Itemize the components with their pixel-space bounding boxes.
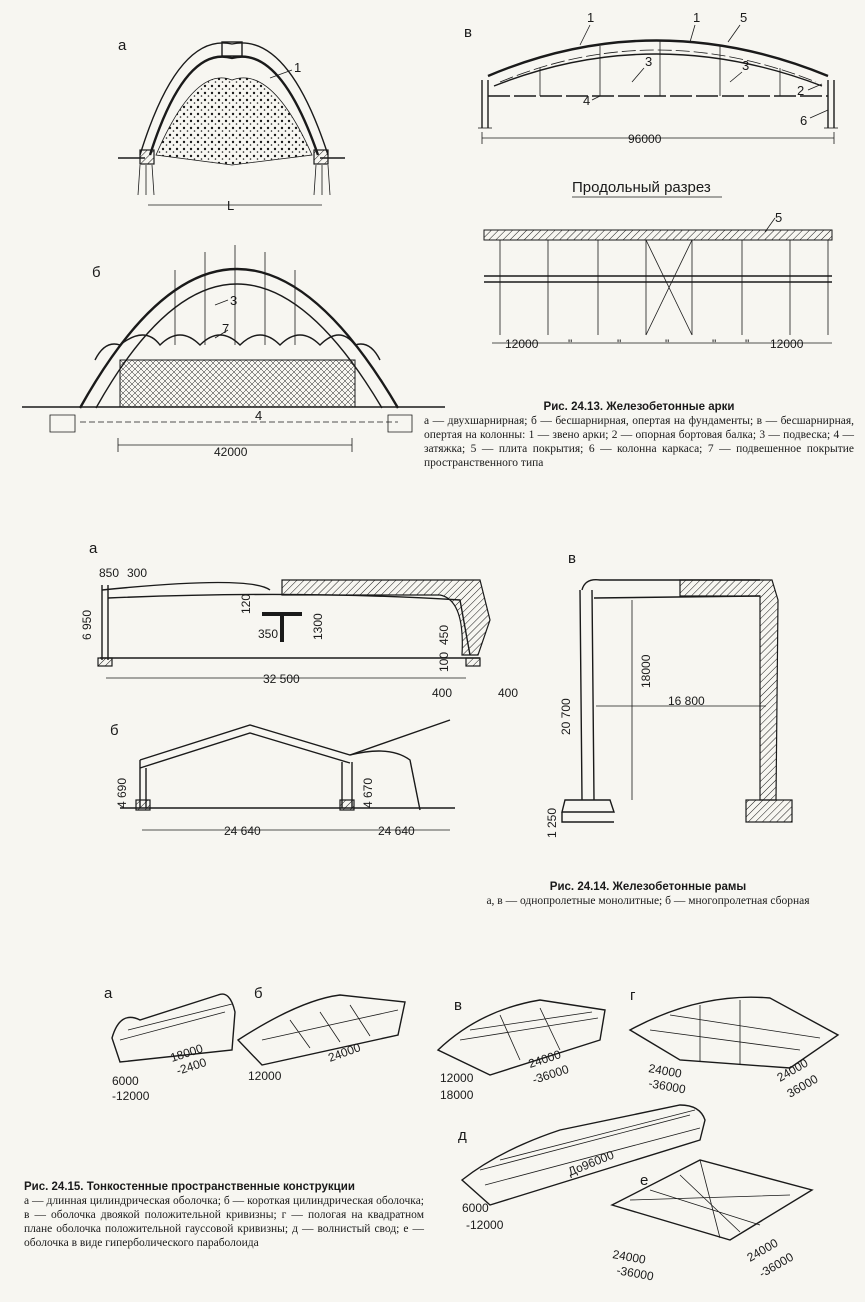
fig14-caption-title: Рис. 24.14. Железобетонные рамы [549, 881, 747, 893]
fig15-v-shell: в 24000 -36000 12000 18000 [436, 997, 606, 1102]
fig14-b-span2: 24 640 [378, 824, 415, 838]
fig15-a-shell: а 18000 -2400 6000 -12000 [104, 985, 236, 1103]
fig14-b-h1: 4 690 [115, 778, 129, 808]
fig14-a-d850: 850 [99, 566, 119, 580]
fig14-caption: Рис. 24.14. Железобетонные рамы а, в — о… [448, 880, 848, 908]
fig15-g-shell: г 24000 -36000 24000 36000 [628, 987, 840, 1101]
fig13-v-longitudinal-section: Продольный разрез 5 12000 " " " " " 1200… [483, 179, 833, 351]
fig14-a-beam-t: 120 [239, 594, 253, 614]
fig13-caption-title: Рис. 24.13. Железобетонные арки [543, 401, 735, 413]
fig13-b-callout-7: 7 [222, 321, 229, 336]
fig13-caption-body: а — двухшарнирная; б — бесшарнирная, опе… [424, 415, 854, 469]
fig13-v-arch: в 1 1 5 3 3 4 2 6 96000 [464, 10, 838, 146]
fig15-g-letter: г [630, 987, 636, 1004]
section-bay-right: 12000 [770, 337, 804, 351]
fig13-v-callout-2: 2 [797, 83, 804, 98]
fig15-d-vault: д До96000 6000 -12000 [458, 1104, 706, 1232]
fig15-caption-title: Рис. 24.15. Тонкостенные пространственны… [24, 1181, 355, 1193]
fig15-e-shell: е 24000 -36000 24000 -36000 [610, 1159, 814, 1283]
fig15-caption: Рис. 24.15. Тонкостенные пространственны… [24, 1180, 424, 1250]
fig15-d-d2: 6000 [462, 1201, 489, 1215]
fig15-caption-body: а — длинная цилиндрическая оболочка; б —… [24, 1195, 424, 1249]
fig15-b-shell: б 24000 12000 [236, 985, 406, 1083]
fig13-b-callout-3: 3 [230, 293, 237, 308]
fig13-a-letter: а [118, 37, 127, 54]
section-bay-left: 12000 [505, 337, 539, 351]
fig14-v-span: 16 800 [668, 694, 705, 708]
fig13-v-span-label: 96000 [628, 132, 662, 146]
fig14-b-letter: б [110, 722, 119, 739]
section-bay-mark-5: " [745, 337, 749, 351]
fig15-d-letter: д [458, 1127, 467, 1144]
fig15-v-letter: в [454, 997, 462, 1014]
fig14-v-letter: в [568, 550, 576, 567]
fig14-b-h2: 4 670 [361, 778, 375, 808]
fig15-g-d2: -36000 [647, 1076, 687, 1096]
fig13-v-callout-3b: 3 [742, 58, 749, 73]
fig15-d-d3: -12000 [466, 1218, 504, 1232]
fig13-v-callout-3a: 3 [645, 54, 652, 69]
fig14-a-span: 32 500 [263, 672, 300, 686]
fig15-e-letter: е [640, 1172, 648, 1189]
fig14-a-d400b: 400 [498, 686, 518, 700]
section-bay-mark-4: " [712, 337, 716, 351]
fig15-b-letter: б [254, 985, 263, 1002]
fig14-a-d450: 450 [437, 625, 451, 645]
fig15-b-d1: 24000 [326, 1040, 362, 1065]
fig15-a-d4: -12000 [112, 1089, 150, 1103]
fig13-b-letter: б [92, 264, 101, 281]
fig14-b-span1: 24 640 [224, 824, 261, 838]
fig13-b-callout-4: 4 [255, 408, 262, 423]
fig14-a-d100: 100 [437, 652, 451, 672]
section-bay-mark-3: " [665, 337, 669, 351]
fig13-b-arch: б 3 7 4 42000 [22, 245, 445, 459]
fig13-v-callout-4: 4 [583, 93, 590, 108]
fig13-v-callout-5: 5 [740, 10, 747, 25]
fig14-a-letter: а [89, 540, 98, 557]
section-title: Продольный разрез [572, 179, 711, 196]
fig15-e-d1: 24000 [611, 1247, 647, 1267]
fig14-a-d400a: 400 [432, 686, 452, 700]
fig15-a-letter: а [104, 985, 113, 1002]
fig14-a-beam-h: 1300 [311, 613, 325, 640]
fig13-a-arch: а 1 L [118, 37, 345, 213]
fig14-v-base: 1 250 [545, 808, 559, 838]
fig14-a-d300: 300 [127, 566, 147, 580]
fig13-caption: Рис. 24.13. Железобетонные арки а — двух… [424, 400, 854, 470]
fig15-v-d3: 12000 [440, 1071, 474, 1085]
section-callout-5: 5 [775, 210, 782, 225]
fig15-a-d3: 6000 [112, 1074, 139, 1088]
fig14-v-inner: 18000 [639, 654, 653, 688]
fig14-caption-body: а, в — однопролетные монолитные; б — мно… [486, 895, 810, 907]
fig14-v-height: 20 700 [559, 698, 573, 735]
fig13-v-callout-1a: 1 [587, 10, 594, 25]
fig14-v-frame: в 20 700 18000 16 800 1 250 [545, 550, 793, 838]
fig13-v-callout-6: 6 [800, 113, 807, 128]
fig14-b-frame: б 4 690 4 670 24 640 24 640 [110, 719, 455, 838]
fig14-a-height: 6 950 [80, 610, 94, 640]
fig15-g-d1: 24000 [647, 1061, 683, 1081]
fig13-a-callout-1: 1 [294, 60, 301, 75]
fig15-e-d2: -36000 [615, 1263, 655, 1283]
section-bay-mark-1: " [568, 337, 572, 351]
fig14-a-frame: а 850 300 6 950 120 1300 350 450 100 32 … [80, 540, 518, 700]
fig15-b-d2: 12000 [248, 1069, 282, 1083]
fig15-v-d4: 18000 [440, 1088, 474, 1102]
section-bay-mark-2: " [617, 337, 621, 351]
fig13-a-span-label: L [227, 198, 234, 213]
fig14-a-beam-w: 350 [258, 627, 278, 641]
fig13-v-letter: в [464, 24, 472, 41]
fig13-v-callout-1b: 1 [693, 10, 700, 25]
fig13-b-span-label: 42000 [214, 445, 248, 459]
